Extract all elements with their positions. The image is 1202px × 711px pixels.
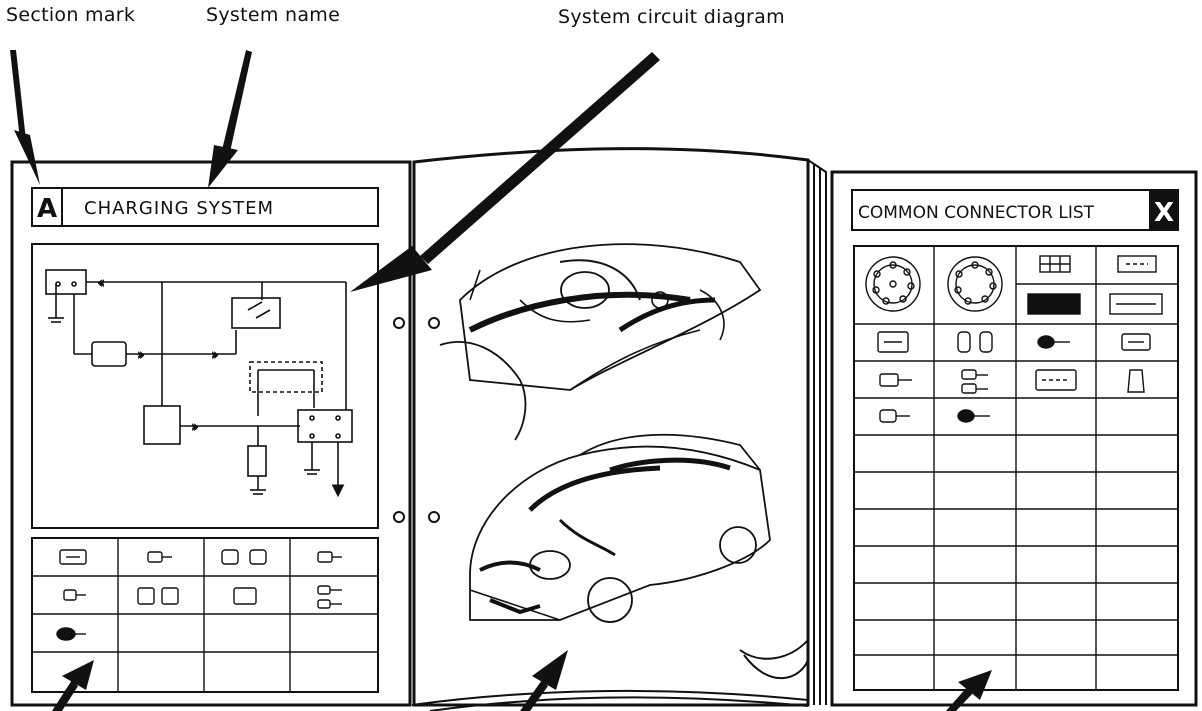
arrow-circuit-head xyxy=(350,246,432,292)
circuit-frame xyxy=(31,243,379,529)
connector-icon xyxy=(1037,335,1055,349)
component-box xyxy=(247,445,267,477)
left-page-outline xyxy=(10,160,412,707)
section-mark-letter-right: X xyxy=(1154,198,1174,228)
callout-system-circuit-diagram: System circuit diagram xyxy=(558,6,785,28)
common-connector-table xyxy=(853,245,1179,691)
vehicle-body-drawing xyxy=(469,433,771,623)
arrow-system-name-head xyxy=(208,145,238,188)
binder-holes xyxy=(393,317,440,523)
connector-icon xyxy=(1127,369,1145,393)
svg-text:»: » xyxy=(192,422,198,433)
arrow-bottom-left-head xyxy=(62,660,94,690)
common-connector-title-box xyxy=(851,189,1151,231)
callout-system-name: System name xyxy=(206,4,341,26)
vehicle-harness-drawings xyxy=(439,243,771,623)
arrow-bottom-mid-head xyxy=(532,650,568,690)
system-name-title: CHARGING SYSTEM xyxy=(84,198,274,219)
connector-icon xyxy=(1027,293,1081,315)
system-name-box xyxy=(61,187,379,227)
connector-icon xyxy=(961,383,977,394)
right-page-header: COMMON CONNECTOR LIST X xyxy=(851,189,1179,231)
svg-text:»: » xyxy=(212,350,218,361)
connector-icon xyxy=(317,551,333,563)
arrow-bottom-mid xyxy=(520,680,548,711)
component-box xyxy=(91,341,127,367)
right-page-outline xyxy=(830,170,1198,707)
arrow-circuit xyxy=(420,52,660,264)
binder-hole xyxy=(393,317,405,329)
section-mark-box xyxy=(31,187,63,227)
connector-icon xyxy=(947,256,1003,312)
component-box xyxy=(297,409,353,443)
arrow-bottom-right-head xyxy=(958,670,992,700)
section-mark-letter: A xyxy=(37,194,57,224)
connector-icon xyxy=(879,409,897,423)
arrow-section-mark-head xyxy=(14,130,40,185)
binder-outline xyxy=(10,147,1198,711)
engine-compartment-drawing xyxy=(439,243,762,441)
binder-hole xyxy=(428,317,440,329)
connector-icon xyxy=(147,551,163,563)
component-box xyxy=(45,269,87,295)
connector-icon xyxy=(137,587,155,605)
left-page-header: A CHARGING SYSTEM xyxy=(31,187,379,227)
connector-icon xyxy=(877,331,909,353)
connector-icon xyxy=(865,256,921,312)
connector-icon xyxy=(56,627,76,641)
left-connector-table xyxy=(31,537,379,693)
connector-icon xyxy=(961,369,977,380)
binder-hole xyxy=(393,511,405,523)
connector-icon xyxy=(957,409,975,423)
connector-icon xyxy=(161,587,179,605)
svg-text:»: » xyxy=(138,350,144,361)
section-mark-box-right xyxy=(1149,189,1179,231)
component-box xyxy=(231,297,281,329)
connector-icon xyxy=(1121,333,1151,351)
connector-icon xyxy=(1109,293,1163,315)
connector-icon xyxy=(63,589,77,601)
middle-page-outline xyxy=(412,147,810,707)
common-connector-title: COMMON CONNECTOR LIST xyxy=(858,203,1095,223)
connector-icon xyxy=(979,331,993,353)
callout-section-mark: Section mark xyxy=(6,4,136,26)
connector-icons xyxy=(56,549,342,641)
connector-icon xyxy=(1035,369,1077,391)
arrow-bottom-left xyxy=(52,680,78,711)
connector-icon xyxy=(221,549,239,565)
connector-icon xyxy=(879,373,899,387)
connector-icon xyxy=(59,549,87,565)
dashed-box xyxy=(249,361,323,393)
arrow-system-name xyxy=(222,50,252,152)
connector-icon xyxy=(233,587,257,605)
callout-arrows xyxy=(10,50,992,711)
component-box xyxy=(143,405,181,445)
connector-icons xyxy=(865,255,1163,423)
system-circuit-diagram: « » » » xyxy=(31,243,379,529)
svg-text:«: « xyxy=(98,278,104,289)
binder-hole xyxy=(428,511,440,523)
connector-icon xyxy=(249,549,267,565)
connector-icon xyxy=(1117,255,1157,273)
connector-icon xyxy=(957,331,971,353)
connector-icon xyxy=(317,585,331,595)
arrow-section-mark xyxy=(10,50,26,140)
connector-icon xyxy=(317,599,331,609)
